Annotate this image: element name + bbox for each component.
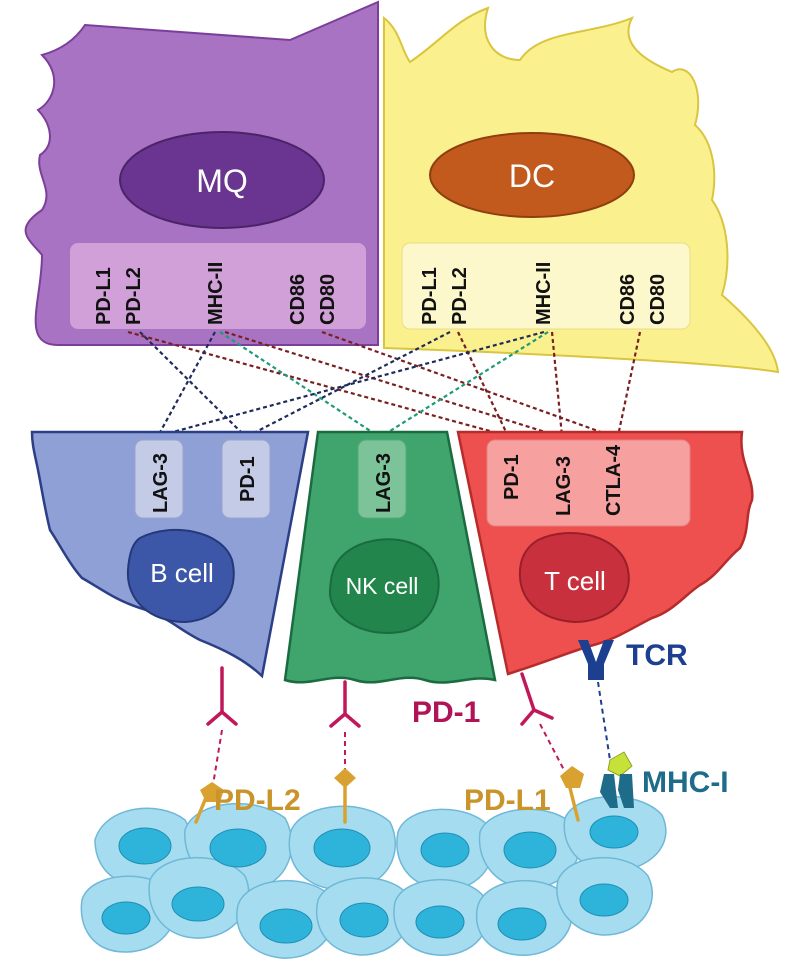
mhc1-chain-left — [600, 774, 618, 808]
pd-l1-ligand — [560, 766, 584, 822]
pd1-receptor-nk-cell — [329, 680, 361, 728]
link-mq-mhcii-bcell-lag3 — [157, 331, 216, 437]
macrophage-marker-panel — [70, 243, 366, 329]
mq-marker-mhc-ii: MHC-II — [205, 262, 227, 325]
tumor-nucleus — [589, 815, 639, 849]
pd-l2-ligand-right — [334, 768, 356, 824]
tumor-nucleus — [171, 886, 225, 922]
tcr-mhc1-binding-line — [597, 681, 611, 761]
tumor-nucleus — [339, 902, 389, 938]
pd1-receptor-t-cell — [520, 672, 554, 726]
b-cell-receptor-pd-1: PD-1 — [237, 456, 259, 502]
tumor-nucleus — [313, 828, 371, 868]
nk-cell-nucleus — [328, 538, 440, 634]
mhc1-peptide — [607, 751, 633, 777]
b-cell-pd1-box — [221, 439, 271, 519]
b-cell-receptor-lag-3: LAG-3 — [150, 453, 172, 513]
macrophage-label: MQ — [196, 163, 248, 199]
tcr-receptor — [578, 640, 614, 680]
tcr-label: TCR — [626, 639, 688, 672]
link-dc-cd80-tcell-ctla4 — [616, 331, 642, 437]
tumor-nucleus — [420, 832, 470, 868]
nk-cell-lag3-box — [357, 439, 407, 519]
dendritic-marker-panel — [401, 242, 691, 330]
link-dc-mhcii-nk-lag3 — [381, 331, 549, 437]
link-mq-pdl1-bcell-pd1 — [139, 331, 246, 437]
nk-cell-label: NK cell — [346, 573, 419, 599]
dc-marker-pd-l1: PD-L1 — [419, 267, 441, 325]
dendritic-cell: DC PD-L1 PD-L2 MHC-II CD86 CD80 — [383, 6, 780, 374]
tumor-nucleus — [259, 908, 313, 944]
mq-marker-cd80: CD80 — [317, 274, 339, 325]
tumor-nucleus — [209, 828, 267, 868]
tcr-chain-right — [596, 640, 614, 680]
tumor-nucleus — [579, 883, 629, 917]
pd-l1-label: PD-L1 — [464, 784, 551, 817]
b-cell-lag3-box — [134, 439, 184, 519]
binding-b-cell-pd-l2 — [212, 729, 223, 786]
t-cell-receptor-panel — [486, 439, 691, 527]
pd-l-ligands — [194, 766, 584, 824]
link-mq-cd80-tcell-ctla4 — [321, 330, 613, 438]
tumor-nucleus — [503, 831, 557, 869]
t-cell-receptor-lag-3: LAG-3 — [553, 456, 575, 516]
mq-marker-pd-l2: PD-L2 — [123, 267, 145, 325]
tcr-chain-left — [578, 640, 596, 680]
dc-marker-pd-l2: PD-L2 — [449, 267, 471, 325]
nk-cell: LAG-3 NK cell — [283, 430, 497, 684]
pd-l2-label: PD-L2 — [214, 784, 301, 817]
link-mq-mhcii-tcell-lag3 — [224, 330, 559, 438]
tumor-nucleus — [415, 905, 465, 939]
binding-t-cell-pd-l1 — [539, 723, 565, 771]
t-cell-receptor-pd-1: PD-1 — [501, 454, 523, 500]
tumor-nucleus — [497, 907, 547, 941]
tumor-nucleus — [118, 827, 172, 865]
macrophage-cell: MQ PD-L1 PD-L2 MHC-II CD86 CD80 — [24, 0, 379, 346]
interaction-lines — [127, 330, 642, 438]
dendritic-label: DC — [509, 158, 555, 194]
tumor-nuclei — [101, 815, 639, 944]
t-cell-nucleus — [518, 532, 630, 624]
t-cell: PD-1 LAG-3 CTLA-4 T cell — [456, 430, 754, 676]
dc-marker-cd86: CD86 — [617, 274, 639, 325]
b-cell: LAG-3 PD-1 B cell — [30, 430, 310, 679]
link-dc-pdl1-bcell-pd1 — [247, 331, 451, 437]
dc-marker-mhc-ii: MHC-II — [533, 262, 555, 325]
link-dc-mhcii-tcell-lag3 — [550, 331, 564, 437]
mhc1-label: MHC-I — [642, 766, 729, 799]
b-cell-label: B cell — [150, 558, 214, 588]
tumor-nucleus — [101, 901, 151, 935]
pd1-ligand-binding-lines — [212, 723, 565, 786]
pd1-label: PD-1 — [412, 696, 480, 729]
b-cell-nucleus — [126, 528, 235, 624]
link-mq-mhcii-nk-lag3 — [219, 331, 379, 437]
link-mq-pdl1-tcell-pd1 — [127, 330, 509, 438]
mhc1-molecule — [600, 751, 634, 808]
t-cell-receptor-ctla-4: CTLA-4 — [603, 444, 625, 516]
dendritic-nucleus — [429, 132, 635, 218]
macrophage-nucleus — [119, 131, 325, 229]
t-cell-label: T cell — [544, 566, 606, 596]
pd1-receptors — [206, 666, 554, 728]
mq-marker-pd-l1: PD-L1 — [93, 267, 115, 325]
mhc1-chain-right — [618, 774, 634, 808]
link-dc-mhcii-bcell-lag3 — [157, 330, 545, 438]
nk-cell-receptor-lag-3: LAG-3 — [373, 453, 395, 513]
pd1-receptor-b-cell — [206, 666, 238, 726]
pd-l2-ligand-left — [194, 782, 224, 824]
link-dc-pdl1-tcell-pd1 — [457, 331, 509, 437]
dc-marker-cd80: CD80 — [647, 274, 669, 325]
mq-marker-cd86: CD86 — [287, 274, 309, 325]
